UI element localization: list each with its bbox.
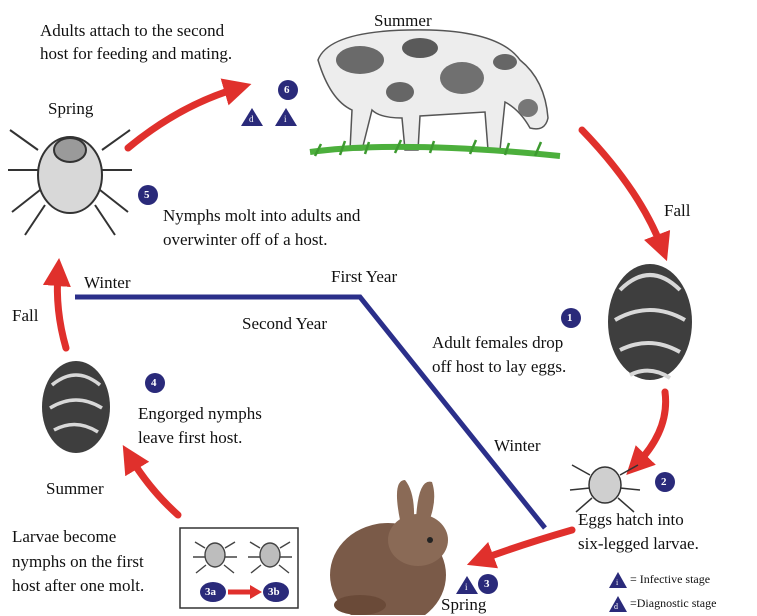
badge-3b: 3b <box>268 586 280 599</box>
badge-1: 1 <box>567 312 573 325</box>
adult-tick-spring <box>8 130 132 235</box>
legend-diagnostic-letter: d <box>614 600 618 613</box>
rabbit-host-illustration <box>330 480 448 615</box>
stage-6-text-line2: host for feeding and mating. <box>40 43 232 65</box>
arrow-larvae-to-nymph <box>130 457 178 515</box>
diagnostic-letter-6: d <box>249 113 254 126</box>
arrow-summer-to-fall <box>582 130 662 248</box>
stage-5-text-line1: Nymphs molt into adults and <box>163 205 360 227</box>
infective-letter-6: i <box>284 113 287 126</box>
badge-6: 6 <box>284 84 290 97</box>
legend-infective-label: = Infective stage <box>630 573 710 586</box>
engorged-nymph-tick <box>42 361 110 453</box>
stage-3-text-line1: Larvae become <box>12 526 116 548</box>
arrow-adult-to-eggs <box>636 392 666 465</box>
infective-letter-3: i <box>465 581 468 594</box>
legend-diagnostic-triangle <box>609 596 627 612</box>
badge-3a: 3a <box>205 586 216 599</box>
badge-5: 5 <box>144 189 150 202</box>
season-fall-right: Fall <box>664 200 690 222</box>
arrow-larvae-to-rabbit <box>480 530 572 560</box>
season-fall-left: Fall <box>12 305 38 327</box>
cow-host-illustration <box>310 30 560 156</box>
larva-tick <box>570 465 640 512</box>
season-winter-left: Winter <box>84 272 131 294</box>
badge-3: 3 <box>484 578 490 591</box>
stage-4-text-line2: leave first host. <box>138 427 242 449</box>
stage-2-text-line2: six-legged larvae. <box>578 533 699 555</box>
season-spring-top: Spring <box>48 98 93 120</box>
stage-3-text-line2: nymphs on the first <box>12 551 144 573</box>
second-year-label: Second Year <box>242 313 327 335</box>
arrow-fall-left <box>57 272 66 348</box>
season-summer-top: Summer <box>374 10 432 32</box>
stage-4-text-line1: Engorged nymphs <box>138 403 262 425</box>
season-spring-bottom: Spring <box>441 594 486 616</box>
season-winter-mid: Winter <box>494 435 541 457</box>
badge-2: 2 <box>661 476 667 489</box>
season-summer-left: Summer <box>46 478 104 500</box>
arrow-spring-to-summer <box>128 88 238 148</box>
stage-6-text-line1: Adults attach to the second <box>40 20 224 42</box>
badge-4: 4 <box>151 377 157 390</box>
stage-3-text-line3: host after one molt. <box>12 575 144 597</box>
stage-2-text-line1: Eggs hatch into <box>578 509 684 531</box>
stage-1-text-line2: off host to lay eggs. <box>432 356 566 378</box>
stage-1-text-line1: Adult females drop <box>432 332 563 354</box>
engorged-adult-female-tick <box>608 264 692 380</box>
legend-diagnostic-label: =Diagnostic stage <box>630 597 716 610</box>
legend-infective-letter: i <box>616 576 618 589</box>
stage-5-text-line2: overwinter off of a host. <box>163 229 327 251</box>
first-year-label: First Year <box>331 266 397 288</box>
